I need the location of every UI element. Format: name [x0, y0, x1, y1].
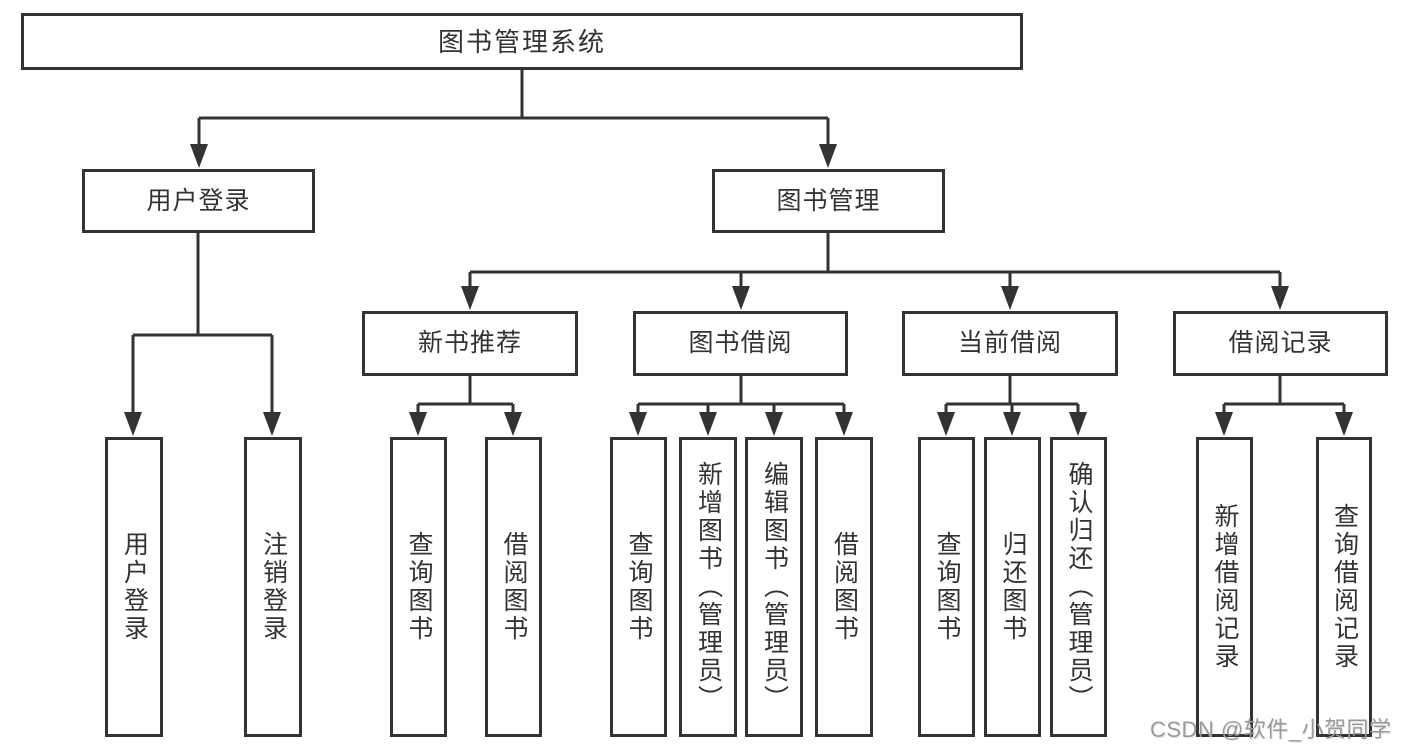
node-book-management-label: 图书管理: [776, 186, 881, 215]
node-current-borrow: 当前借阅: [902, 311, 1118, 376]
node-book-borrow: 图书借阅: [633, 311, 848, 376]
leaf-recommend-borrow-book-label: 借阅图书: [500, 531, 528, 643]
node-root-system-label: 图书管理系统: [437, 26, 606, 57]
leaf-borrow-add-book-admin: 新增图书（管理员）: [679, 437, 737, 737]
leaf-borrow-add-book-admin-label: 新增图书（管理员）: [694, 461, 723, 713]
node-new-book-recommend: 新书推荐: [362, 311, 578, 376]
leaf-records-query-record-label: 查询借阅记录: [1330, 503, 1359, 671]
leaf-borrow-edit-book-admin-label: 编辑图书（管理员）: [760, 461, 789, 713]
watermark: CSDN @软件_小贺同学: [1150, 717, 1392, 742]
node-user-login-branch-label: 用户登录: [146, 186, 251, 215]
leaf-borrow-edit-book-admin: 编辑图书（管理员）: [745, 437, 803, 737]
leaf-records-add-record: 新增借阅记录: [1196, 437, 1253, 737]
node-user-login-branch: 用户登录: [82, 169, 315, 233]
node-book-management: 图书管理: [712, 169, 945, 233]
leaf-borrow-borrow-book-label: 借阅图书: [830, 531, 859, 643]
leaf-logout-label: 注销登录: [259, 531, 288, 643]
arrowheads: [124, 144, 1353, 436]
leaf-user-login-label: 用户登录: [120, 531, 149, 643]
leaf-borrow-borrow-book: 借阅图书: [815, 437, 873, 737]
node-borrow-records: 借阅记录: [1173, 311, 1388, 376]
leaf-records-add-record-label: 新增借阅记录: [1211, 503, 1239, 671]
leaf-user-login: 用户登录: [105, 437, 163, 737]
leaf-logout: 注销登录: [244, 437, 302, 737]
node-new-book-recommend-label: 新书推荐: [417, 329, 522, 357]
node-borrow-records-label: 借阅记录: [1228, 329, 1333, 357]
node-current-borrow-label: 当前借阅: [957, 329, 1062, 357]
leaf-current-query-book-label: 查询图书: [933, 531, 961, 643]
leaf-current-query-book: 查询图书: [918, 437, 975, 737]
leaf-current-return-book-label: 归还图书: [999, 531, 1027, 643]
leaf-current-confirm-return-admin-label: 确认归还（管理员）: [1065, 461, 1093, 713]
leaf-recommend-query-book-label: 查询图书: [405, 531, 433, 643]
leaf-current-confirm-return-admin: 确认归还（管理员）: [1050, 437, 1107, 737]
leaf-records-query-record: 查询借阅记录: [1316, 437, 1372, 737]
connector-stems: [131, 70, 1346, 416]
leaf-current-return-book: 归还图书: [984, 437, 1041, 737]
node-root-system: 图书管理系统: [21, 13, 1023, 70]
leaf-borrow-query-book: 查询图书: [610, 437, 667, 737]
leaf-recommend-borrow-book: 借阅图书: [485, 437, 542, 737]
node-book-borrow-label: 图书借阅: [688, 329, 793, 357]
leaf-borrow-query-book-label: 查询图书: [625, 531, 653, 643]
leaf-recommend-query-book: 查询图书: [390, 437, 447, 737]
